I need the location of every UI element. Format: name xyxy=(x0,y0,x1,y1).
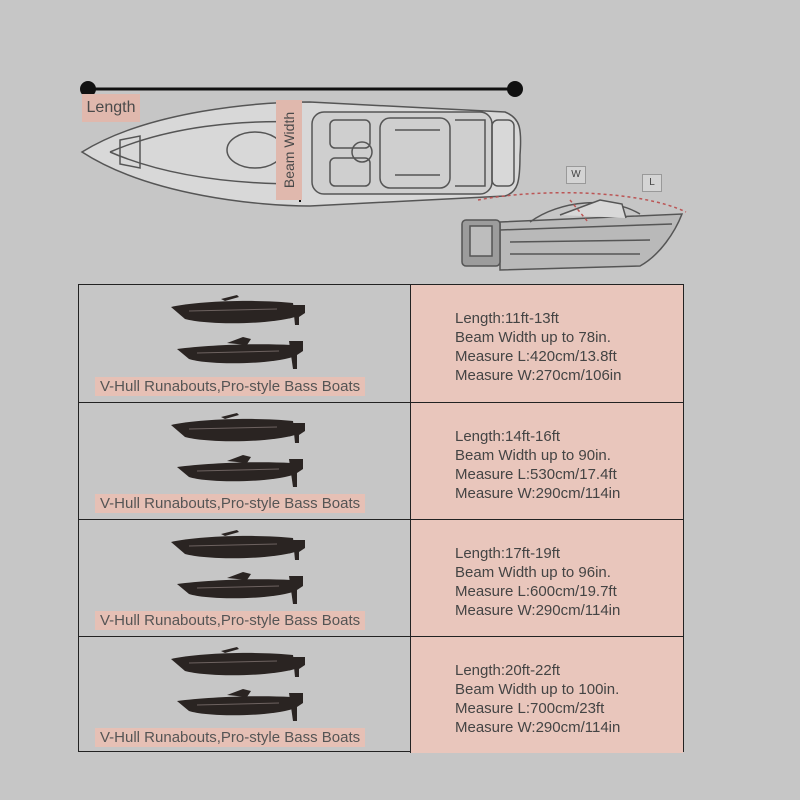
measure-l-spec: Measure L:420cm/13.8ft xyxy=(455,348,617,365)
length-label: Length xyxy=(82,94,140,122)
boat-cell: V-Hull Runabouts,Pro-style Bass Boats xyxy=(79,520,411,636)
measure-w-spec: Measure W:270cm/106in xyxy=(455,367,622,384)
hull-line xyxy=(188,308,278,312)
boat-shape xyxy=(293,423,305,443)
beam-width-label: Beam Width xyxy=(281,111,297,189)
spec-list: Length:20ft-22ft Beam Width up to 100in.… xyxy=(455,661,620,737)
boat-type-label: V-Hull Runabouts,Pro-style Bass Boats xyxy=(95,728,366,747)
boat-shape xyxy=(293,657,305,677)
length-start-dot xyxy=(80,81,96,97)
hull-line xyxy=(188,543,278,547)
boat-silhouettes xyxy=(167,647,317,725)
boat-silhouettes xyxy=(167,413,317,491)
top-view-boat xyxy=(80,101,522,207)
length-spec: Length:20ft-22ft xyxy=(455,662,561,679)
boat-cell: V-Hull Runabouts,Pro-style Bass Boats xyxy=(79,403,411,519)
size-row: V-Hull Runabouts,Pro-style Bass Boats Le… xyxy=(79,519,683,636)
hull-line xyxy=(188,426,278,430)
boat-type-label: V-Hull Runabouts,Pro-style Bass Boats xyxy=(95,377,366,396)
l-tag: L xyxy=(642,174,662,192)
spec-list: Length:11ft-13ft Beam Width up to 78in. … xyxy=(455,309,621,385)
size-row: V-Hull Runabouts,Pro-style Bass Boats Le… xyxy=(79,285,683,402)
size-table: V-Hull Runabouts,Pro-style Bass Boats Le… xyxy=(78,284,684,753)
boat-icon xyxy=(171,647,305,721)
boat-shape xyxy=(221,295,239,301)
boat-type-label: V-Hull Runabouts,Pro-style Bass Boats xyxy=(95,611,366,630)
boat-shape xyxy=(289,693,303,721)
boat-shape xyxy=(221,413,239,419)
length-spec: Length:11ft-13ft xyxy=(455,310,559,327)
boat-cell: V-Hull Runabouts,Pro-style Bass Boats xyxy=(79,285,411,402)
spec-list: Length:17ft-19ft Beam Width up to 96in. … xyxy=(455,544,620,620)
w-tag: W xyxy=(566,166,586,184)
beam-width-highlight xyxy=(276,100,302,200)
boat-shape xyxy=(171,418,295,442)
boat-shape xyxy=(227,689,251,697)
boat-shape xyxy=(289,341,303,369)
boat-shape xyxy=(293,305,305,325)
beam-spec: Beam Width up to 100in. xyxy=(455,681,620,698)
size-row: V-Hull Runabouts,Pro-style Bass Boats Le… xyxy=(79,636,683,753)
boat-shape xyxy=(221,647,239,653)
boat-type-label: V-Hull Runabouts,Pro-style Bass Boats xyxy=(95,494,366,513)
side-view-boat xyxy=(461,191,687,271)
hull-line xyxy=(196,468,280,472)
boat-shape xyxy=(221,530,239,536)
spec-cell: Length:20ft-22ft Beam Width up to 100in.… xyxy=(411,637,683,753)
boat-shape xyxy=(289,576,303,604)
measure-w-spec: Measure W:290cm/114in xyxy=(455,485,621,502)
boat-shape xyxy=(177,344,293,364)
length-spec: Length:17ft-19ft xyxy=(455,545,561,562)
boat-icon xyxy=(171,530,305,604)
spec-cell: Length:11ft-13ft Beam Width up to 78in. … xyxy=(411,285,683,402)
boat-icon xyxy=(171,295,305,369)
boat-cell: V-Hull Runabouts,Pro-style Bass Boats xyxy=(79,637,411,753)
hull-line xyxy=(188,660,278,664)
boat-shape xyxy=(227,455,251,463)
hull-line xyxy=(196,585,280,589)
length-spec: Length:14ft-16ft xyxy=(455,428,561,445)
hull-line xyxy=(196,350,280,354)
boat-silhouettes xyxy=(167,530,317,608)
spec-cell: Length:14ft-16ft Beam Width up to 90in. … xyxy=(411,403,683,519)
boat-shape xyxy=(177,579,293,599)
measure-l-spec: Measure L:700cm/23ft xyxy=(455,700,605,717)
boat-shape xyxy=(171,652,295,676)
boat-shape xyxy=(177,696,293,716)
beam-spec: Beam Width up to 96in. xyxy=(455,564,611,581)
measure-l-spec: Measure L:600cm/19.7ft xyxy=(455,583,617,600)
boat-shape xyxy=(293,540,305,560)
length-end-dot xyxy=(507,81,523,97)
boat-shape xyxy=(177,462,293,482)
beam-spec: Beam Width up to 78in. xyxy=(455,329,611,346)
boat-icon xyxy=(171,413,305,487)
beam-spec: Beam Width up to 90in. xyxy=(455,447,611,464)
spec-cell: Length:17ft-19ft Beam Width up to 96in. … xyxy=(411,520,683,636)
boat-silhouettes xyxy=(167,295,317,373)
boat-shape xyxy=(289,459,303,487)
measure-w-spec: Measure W:290cm/114in xyxy=(455,719,621,736)
boat-shape xyxy=(227,572,251,580)
boat-shape xyxy=(227,337,251,345)
boat-diagram-graphic xyxy=(80,81,687,271)
measurement-diagram: Length Beam Width W L xyxy=(0,0,800,280)
spec-list: Length:14ft-16ft Beam Width up to 90in. … xyxy=(455,427,620,503)
measure-l-spec: Measure L:530cm/17.4ft xyxy=(455,466,617,483)
boat-shape xyxy=(171,300,295,324)
size-row: V-Hull Runabouts,Pro-style Bass Boats Le… xyxy=(79,402,683,519)
hull-line xyxy=(196,702,280,706)
boat-shape xyxy=(171,535,295,559)
measure-w-spec: Measure W:290cm/114in xyxy=(455,602,621,619)
